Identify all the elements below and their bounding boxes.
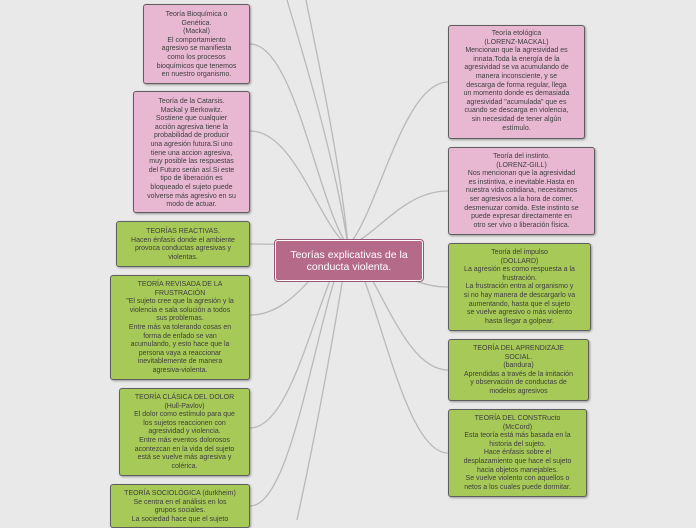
node-teoria-etologica[interactable]: Teoría etológica (LORENZ-MACKAL) Mencion…: [448, 25, 585, 139]
connector-right-1: [347, 190, 449, 247]
connector-right-0: [347, 81, 449, 247]
node-teoria-bioquimica[interactable]: Teoría Bioquímica o Genética. (Mackal) E…: [143, 4, 250, 84]
node-teoria-sociologica[interactable]: TEORÍA SOCIOLÓGICA (durkheim) Se centra …: [110, 484, 250, 528]
node-teorias-reactivas[interactable]: TEORÍAS REACTIVAS. Hacen énfasis donde e…: [116, 221, 250, 267]
node-teoria-aprendizaje-social[interactable]: TEORÍA DEL APRENDIZAJE SOCIAL. (bandura)…: [448, 339, 589, 401]
node-teoria-impulso[interactable]: Teoría del impulso (DOLLARD) La agresión…: [448, 243, 591, 331]
node-teoria-catarsis[interactable]: Teoría de la Catarsis. Mackal y Berkowit…: [133, 91, 250, 213]
connector-left-5: [249, 245, 349, 507]
central-topic[interactable]: Teorías explicativas de la conducta viol…: [275, 240, 423, 281]
connector-offscreen-bottom: [296, 245, 349, 520]
connector-offscreen-top-1: [305, 0, 349, 247]
node-teoria-dolor[interactable]: TEORÍA CLÁSICA DEL DOLOR (Hull-Pavlov) E…: [119, 388, 250, 476]
connector-offscreen-top-0: [286, 0, 349, 247]
node-teoria-instinto[interactable]: Teoría del instinto. (LORENZ-GILL) Nos m…: [448, 147, 595, 235]
node-teoria-constructo[interactable]: TEORÍA DEL CONSTRucto (McCord) Esta teor…: [448, 409, 587, 497]
connector-left-1: [249, 130, 349, 247]
node-teoria-frustracion[interactable]: TEORÍA REVISADA DE LA FRUSTRACIÓN "El su…: [110, 275, 250, 380]
connector-left-0: [249, 43, 349, 247]
